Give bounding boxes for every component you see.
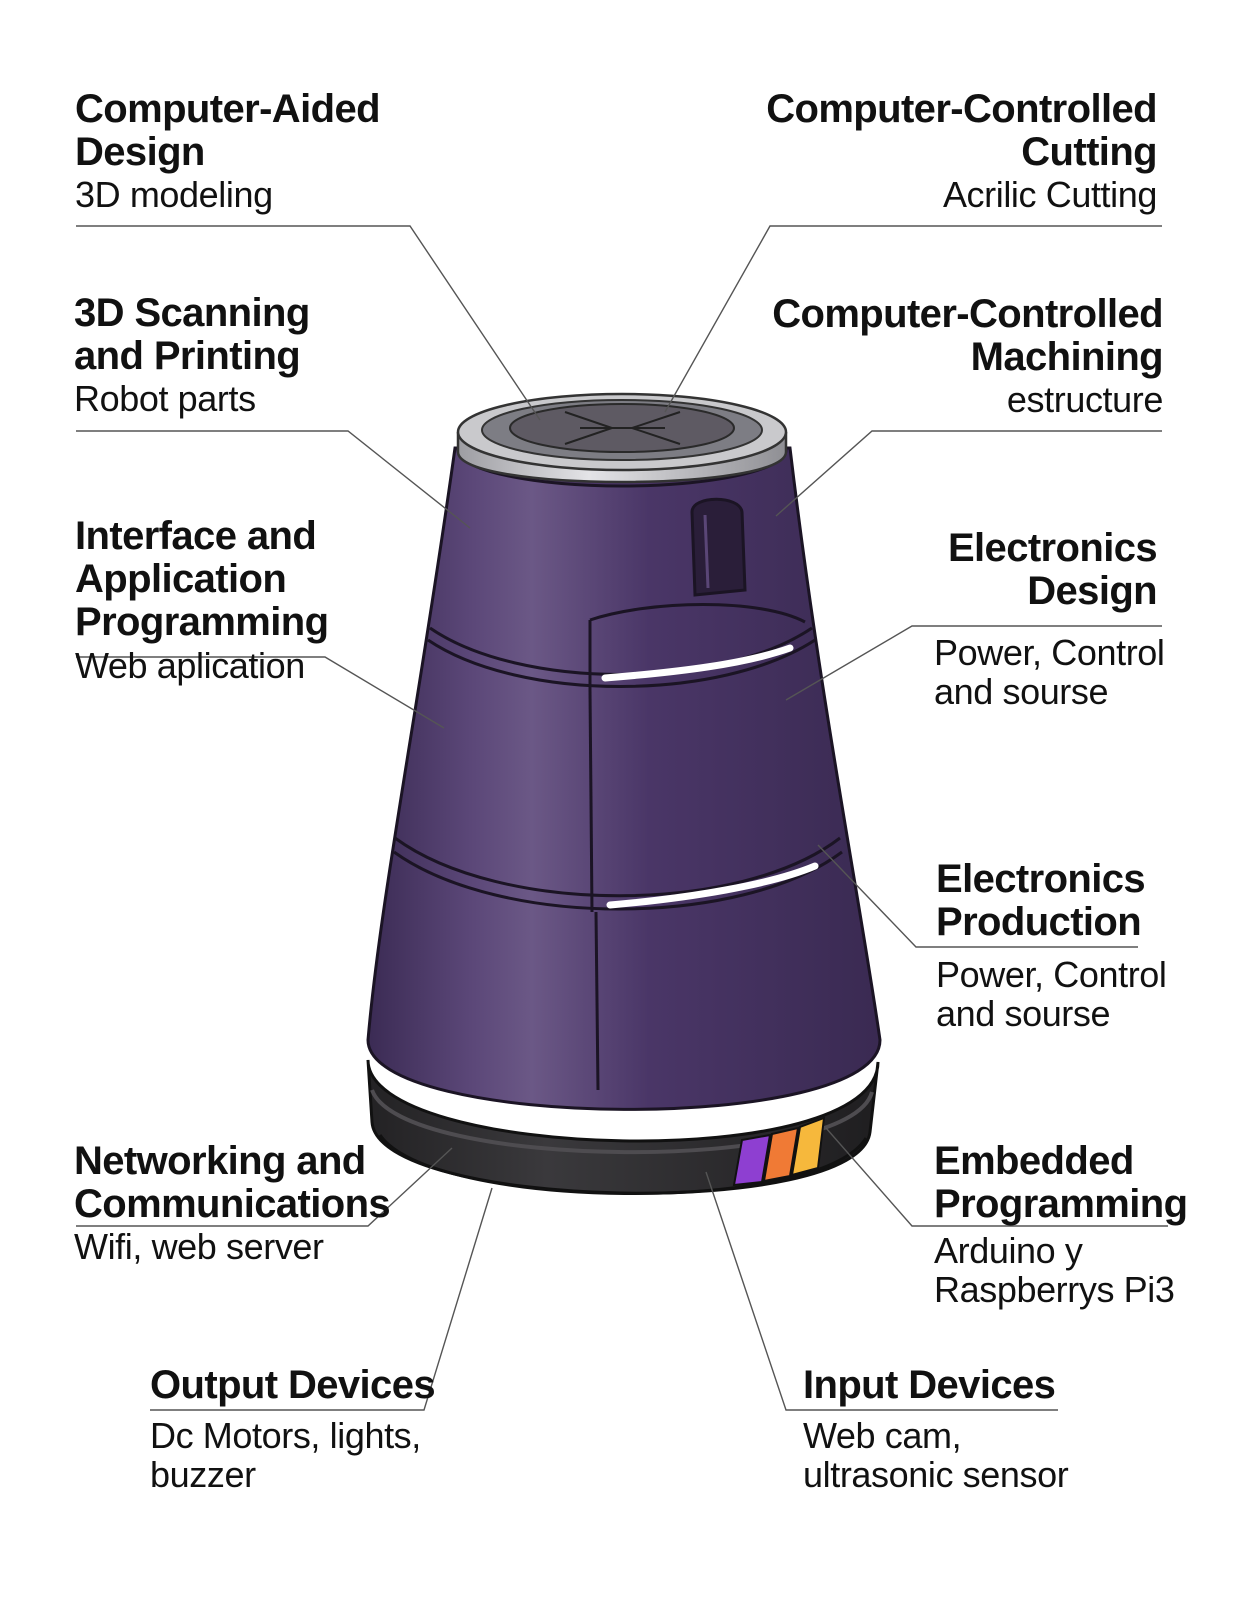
label-interface-subtitle: Web aplication [75,644,305,686]
robot-body [366,446,882,1111]
leader-cad [76,225,541,421]
label-input-subtitle: Web cam, ultrasonic sensor [803,1415,1069,1496]
top-cap [456,392,788,488]
label-cad-title: Computer-Aided Design [75,87,381,175]
light-strips [601,644,819,909]
label-elec-design-subtitle: Power, Control and sourse [934,632,1165,712]
camera-slot [690,497,747,597]
label-scanning-subtitle: Robot parts [74,378,256,420]
label-networking-subtitle: Wifi, web server [74,1226,324,1268]
leader-lines [76,225,1168,1411]
label-cutting-title: Computer-Controlled Cutting [766,87,1157,175]
label-output: Output Devices Dc Motors, lights, buzzer [150,1363,436,1496]
label-embedded: Embedded Programming Arduino y Raspberry… [934,1139,1188,1311]
label-scanning: 3D Scanning and Printing Robot parts [74,291,310,420]
label-elec-production-subtitle: Power, Control and sourse [936,954,1167,1035]
leader-scanning [76,430,471,529]
leader-elec-production [817,844,1138,948]
label-output-title: Output Devices [150,1363,436,1407]
leader-elec-design [785,625,1162,701]
label-input: Input Devices Web cam, ultrasonic sensor [803,1363,1069,1496]
label-elec-design: Electronics Design [947,526,1158,614]
label-elec-production: Electronics Production Power, Control an… [936,857,1167,1035]
label-cad-subtitle: 3D modeling [75,174,273,216]
label-interface: Interface and Application Programming We… [75,514,329,686]
leader-embedded [825,1127,1168,1227]
accent-stripes [732,1116,826,1187]
leader-machining [775,430,1162,517]
label-elec-design-title: Electronics Design [947,526,1158,614]
label-networking-title: Networking and Communications [74,1139,391,1227]
leader-interface [76,656,445,729]
label-machining-subtitle: estructure [1006,379,1163,421]
label-elec-design-detail: Power, Control and sourse [934,632,1165,712]
label-networking: Networking and Communications Wifi, web … [74,1139,391,1268]
label-scanning-title: 3D Scanning and Printing [74,291,310,379]
label-input-title: Input Devices [803,1363,1056,1407]
label-embedded-subtitle: Arduino y Raspberrys Pi3 [934,1230,1175,1311]
label-output-subtitle: Dc Motors, lights, buzzer [150,1415,421,1496]
label-embedded-title: Embedded Programming [934,1139,1188,1227]
label-cutting: Computer-Controlled Cutting Acrilic Cutt… [766,87,1157,216]
label-cutting-subtitle: Acrilic Cutting [942,174,1157,216]
label-elec-production-title: Electronics Production [936,857,1146,945]
leader-networking [76,1147,453,1227]
leader-cutting [664,225,1162,413]
label-cad: Computer-Aided Design 3D modeling [75,87,381,216]
label-machining-title: Computer-Controlled Machining [772,292,1163,380]
label-machining: Computer-Controlled Machining estructure [772,292,1163,421]
label-interface-title: Interface and Application Programming [75,514,329,645]
leader-input [705,1171,1058,1411]
leader-output [150,1187,493,1411]
